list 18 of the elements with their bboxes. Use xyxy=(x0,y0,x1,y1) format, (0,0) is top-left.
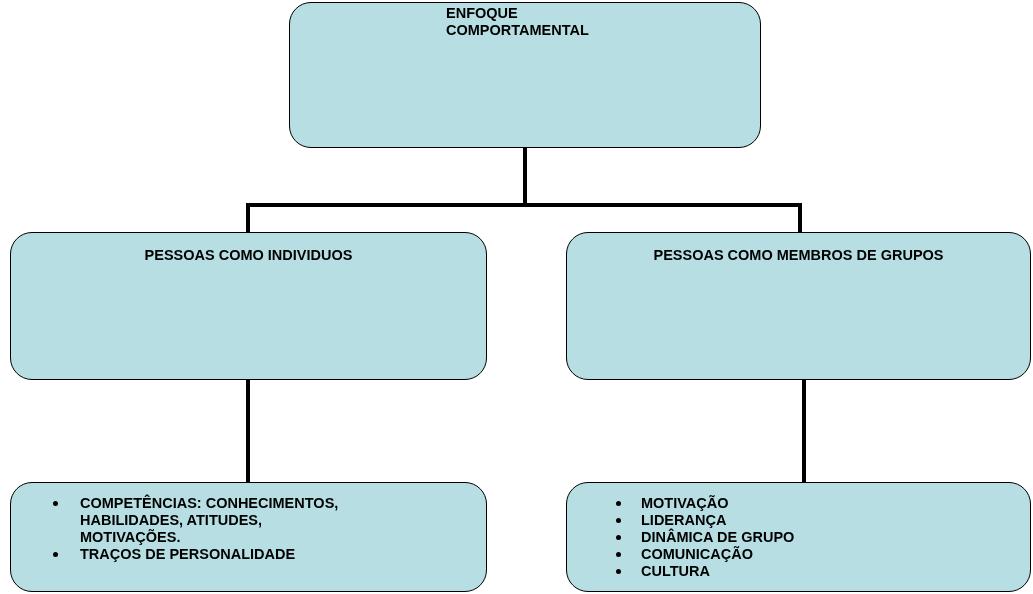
box-title: PESSOAS COMO MEMBROS DE GRUPOS xyxy=(652,246,945,265)
rounded-box xyxy=(289,2,761,148)
box-title: PESSOAS COMO INDIVIDUOS xyxy=(143,246,354,265)
list-box xyxy=(10,482,487,592)
connector-line xyxy=(523,148,802,232)
list-item: LIDERANÇA xyxy=(641,512,727,529)
rounded-box xyxy=(10,232,487,380)
list-item: COMUNICAÇÃO xyxy=(641,546,753,563)
list-item: CULTURA xyxy=(641,563,710,580)
list-box xyxy=(566,482,1031,592)
list-item: MOTIVAÇÃO xyxy=(641,495,729,512)
list-item: TRAÇOS DE PERSONALIDADE xyxy=(80,546,296,563)
connector-line xyxy=(246,380,250,482)
list-item: COMPETÊNCIAS: CONHECIMENTOS, HABILIDADES, ATITUDES, MOTIVAÇÕES. xyxy=(80,495,340,546)
list-item: DINÂMICA DE GRUPO xyxy=(641,529,795,546)
connector-line xyxy=(802,380,806,482)
box-title: ENFOQUE COMPORTAMENTAL xyxy=(446,5,590,39)
rounded-box xyxy=(566,232,1031,380)
